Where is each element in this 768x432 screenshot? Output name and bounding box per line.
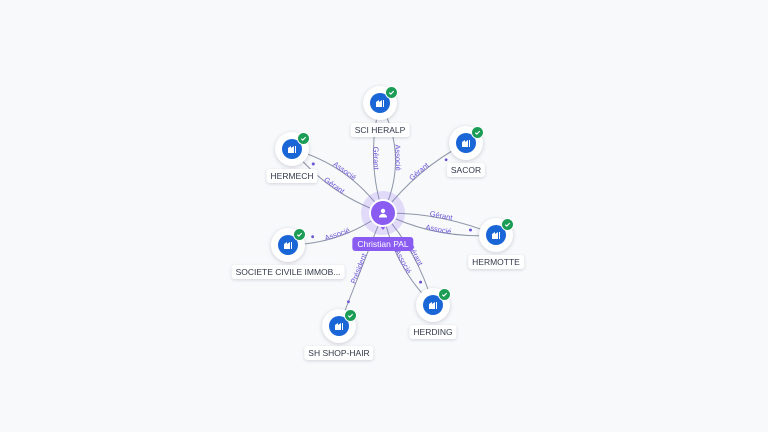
company-icon (278, 235, 298, 255)
node-label[interactable]: SACOR (446, 163, 486, 177)
company-icon (329, 316, 349, 336)
company-icon (486, 225, 506, 245)
node-label[interactable]: SH SHOP-HAIR (304, 346, 374, 360)
edge-arrow (419, 280, 422, 284)
company-node-sci-heralp[interactable]: SCI HERALP (350, 86, 410, 137)
company-node-sh-shop-hair[interactable]: SH SHOP-HAIR (304, 309, 374, 360)
company-icon (456, 133, 476, 153)
verified-check-icon (471, 126, 484, 139)
verified-check-icon (501, 218, 514, 231)
edge-arrow (311, 162, 315, 166)
edge-label: Gérant (322, 175, 347, 196)
edge-arrow (444, 158, 448, 162)
edge-label: Associé (393, 144, 403, 171)
edge-label: Gérant (407, 160, 431, 182)
verified-check-icon (438, 288, 451, 301)
node-label[interactable]: HERMOTTE (468, 255, 524, 269)
node-label[interactable]: SOCIETE CIVILE IMMOB... (231, 265, 345, 279)
company-node-societe-civile[interactable]: SOCIETE CIVILE IMMOB... (231, 228, 345, 279)
person-icon (369, 199, 397, 227)
person-node-center[interactable]: Christian PAL (352, 191, 414, 251)
node-label[interactable]: HERMECH (266, 169, 318, 183)
company-icon (423, 295, 443, 315)
company-icon (282, 139, 302, 159)
edge-arrow (311, 235, 315, 239)
edge-label: Associé (323, 226, 351, 243)
company-node-hermech[interactable]: HERMECH (266, 132, 318, 183)
edge-label: Associé (331, 160, 358, 182)
verified-check-icon (344, 309, 357, 322)
edge-arrow (469, 228, 472, 232)
node-label[interactable]: SCI HERALP (350, 123, 410, 137)
company-node-herding[interactable]: HERDING (409, 288, 457, 339)
edge-label: Gérant (429, 209, 454, 222)
edge-label: Associé (425, 222, 453, 236)
edge-arrow (347, 300, 350, 304)
verified-check-icon (385, 86, 398, 99)
person-name-label[interactable]: Christian PAL (352, 237, 414, 251)
company-icon (370, 93, 390, 113)
verified-check-icon (293, 228, 306, 241)
edge-label: Gérant (371, 147, 381, 171)
company-node-hermotte[interactable]: HERMOTTE (468, 218, 524, 269)
edge-label: Président (349, 251, 369, 285)
verified-check-icon (297, 132, 310, 145)
company-node-sacor[interactable]: SACOR (446, 126, 486, 177)
node-label[interactable]: HERDING (409, 325, 457, 339)
